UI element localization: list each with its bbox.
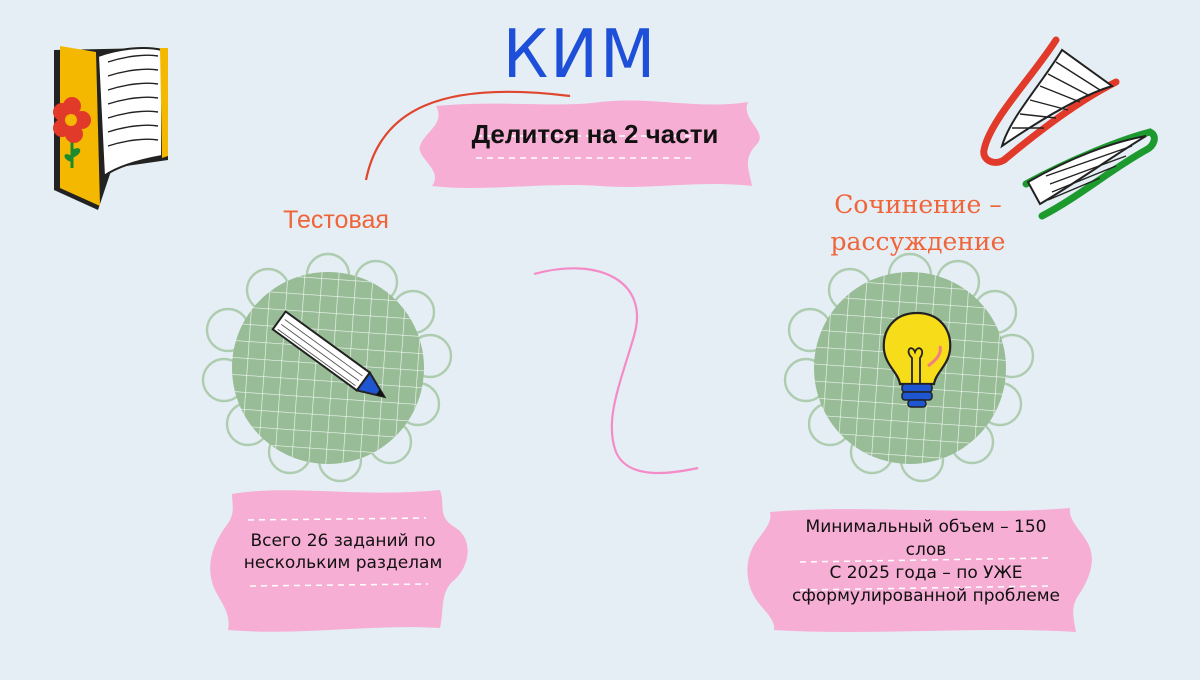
- pen-icon: [271, 310, 387, 399]
- open-book-icon: [980, 36, 1158, 220]
- right-card-shape: [747, 508, 1092, 632]
- left-card-shape: [210, 490, 468, 632]
- page-title: КИМ: [502, 16, 658, 94]
- banner-shape: [419, 100, 760, 188]
- right-card-text: Минимальный объем – 150 слов С 2025 года…: [790, 516, 1062, 608]
- right-card-line-2: С 2025 года – по УЖЕ сформулированной пр…: [792, 563, 1060, 606]
- right-card-line-1: Минимальный объем – 150 слов: [805, 517, 1047, 560]
- connector-wave: [533, 267, 699, 475]
- left-section-label: Тестовая: [283, 206, 389, 234]
- lightbulb-icon: [882, 311, 952, 408]
- banner-text: Делится на 2 части: [471, 119, 719, 149]
- right-section-label: Сочинение – рассуждение: [830, 190, 1006, 256]
- left-card-text: Всего 26 заданий по нескольким разделам: [243, 531, 443, 573]
- book-icon: [53, 46, 168, 210]
- connector-arc: [364, 90, 571, 181]
